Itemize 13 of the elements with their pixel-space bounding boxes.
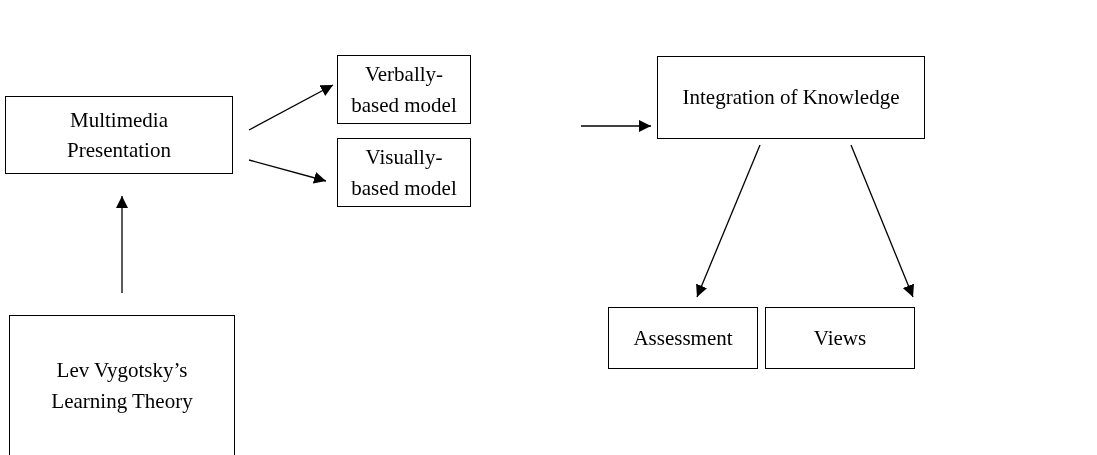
outcome-box: Assessment xyxy=(608,307,758,369)
outcome-box: Views xyxy=(765,307,915,369)
arrow xyxy=(248,159,327,184)
model-box: Verbally-based model xyxy=(337,55,471,124)
model-box: Visually-based model xyxy=(337,138,471,207)
arrow xyxy=(116,195,128,294)
process-box: Multimedia Presentation xyxy=(5,96,233,174)
theory-box: Lev Vygotsky’s Learning Theory xyxy=(9,315,235,455)
arrow xyxy=(696,144,761,298)
arrow xyxy=(580,120,652,132)
arrow xyxy=(850,144,914,298)
process-box: Integration of Knowledge xyxy=(657,56,925,139)
arrow xyxy=(248,84,334,131)
